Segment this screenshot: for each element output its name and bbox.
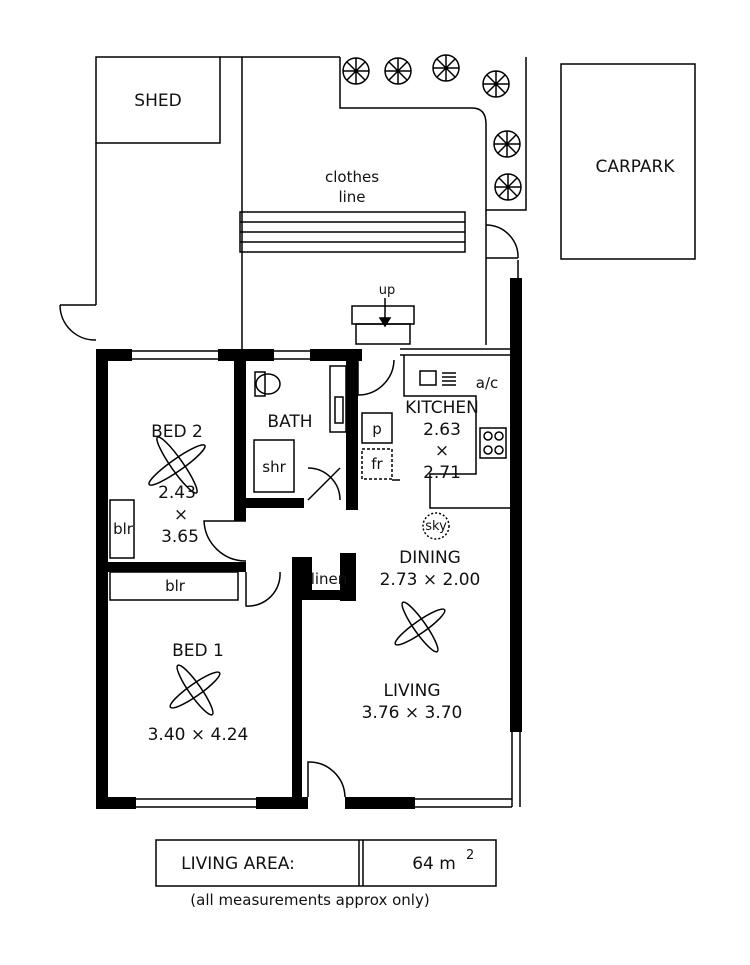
fridge-box [361, 448, 393, 480]
label-dining-dim: 2.73 × 2.00 [380, 570, 481, 590]
label-bed2-x: × [174, 505, 188, 525]
ceiling-fans [148, 436, 450, 716]
vanity [329, 365, 347, 433]
exterior-walls [96, 278, 522, 809]
label-kitchen-h: 2.71 [423, 463, 461, 483]
label-living-dim: 3.76 × 3.70 [362, 703, 463, 723]
label-carpark: CARPARK [595, 157, 675, 177]
sink-icon [419, 370, 437, 386]
living-area-label: LIVING AREA: [181, 854, 295, 874]
label-sky: sky [425, 519, 447, 534]
living-area-value: 64 m [412, 854, 456, 874]
label-kitchen-x: × [435, 441, 449, 461]
bath-fixtures [253, 365, 347, 501]
label-bath: BATH [267, 412, 312, 432]
label-kitchen: KITCHEN [405, 398, 479, 418]
pantry-box [361, 412, 393, 444]
room-labels: SHED CARPARK clothes line up a/c KITCHEN… [113, 91, 675, 745]
label-pantry: p [372, 420, 382, 438]
kitchen-fixtures [361, 355, 510, 509]
label-dining: DINING [399, 548, 461, 568]
label-line: line [338, 188, 365, 206]
label-bed1: BED 1 [172, 641, 224, 661]
gate-swing-right [485, 224, 519, 259]
label-shower: shr [262, 458, 286, 476]
fan-icon-bed1 [169, 671, 221, 709]
measurement-note: (all measurements approx only) [190, 891, 429, 909]
carpark-outline [560, 63, 696, 260]
gate-swing-left [59, 304, 97, 341]
label-bed2-w: 2.43 [158, 483, 196, 503]
toilet-icon [254, 371, 266, 397]
label-blr-bed2: blr [113, 520, 134, 538]
fan-icon-dining [394, 608, 446, 646]
bath-door-swing [307, 467, 341, 501]
outdoor-area [59, 54, 696, 350]
garden-bed [339, 57, 527, 211]
cooktop-icon [479, 427, 507, 459]
label-bed1-dim: 3.40 × 4.24 [148, 725, 249, 745]
label-bed2-h: 3.65 [161, 527, 199, 547]
label-blr-bed1: blr [165, 577, 186, 595]
fan-icon-bed2 [148, 444, 206, 486]
label-up: up [379, 283, 396, 298]
skylight-icon [422, 512, 450, 540]
label-clothes: clothes [325, 168, 379, 186]
label-shed: SHED [134, 91, 181, 111]
doors [109, 499, 346, 798]
shrubs [342, 54, 522, 201]
label-linen: linen [311, 570, 348, 588]
label-kitchen-w: 2.63 [423, 420, 461, 440]
living-area-unit-sup: 2 [466, 848, 474, 863]
label-fridge: fr [371, 455, 383, 473]
label-ac: a/c [476, 374, 499, 392]
shower-box [253, 439, 295, 493]
shed-outline [95, 56, 221, 144]
living-area-box: LIVING AREA: 64 m 2 (all measurements ap… [155, 839, 497, 909]
label-living: LIVING [383, 681, 440, 701]
clothes-line [239, 211, 466, 253]
entry-steps [351, 298, 415, 396]
windows [132, 348, 521, 808]
label-bed2: BED 2 [151, 422, 203, 442]
